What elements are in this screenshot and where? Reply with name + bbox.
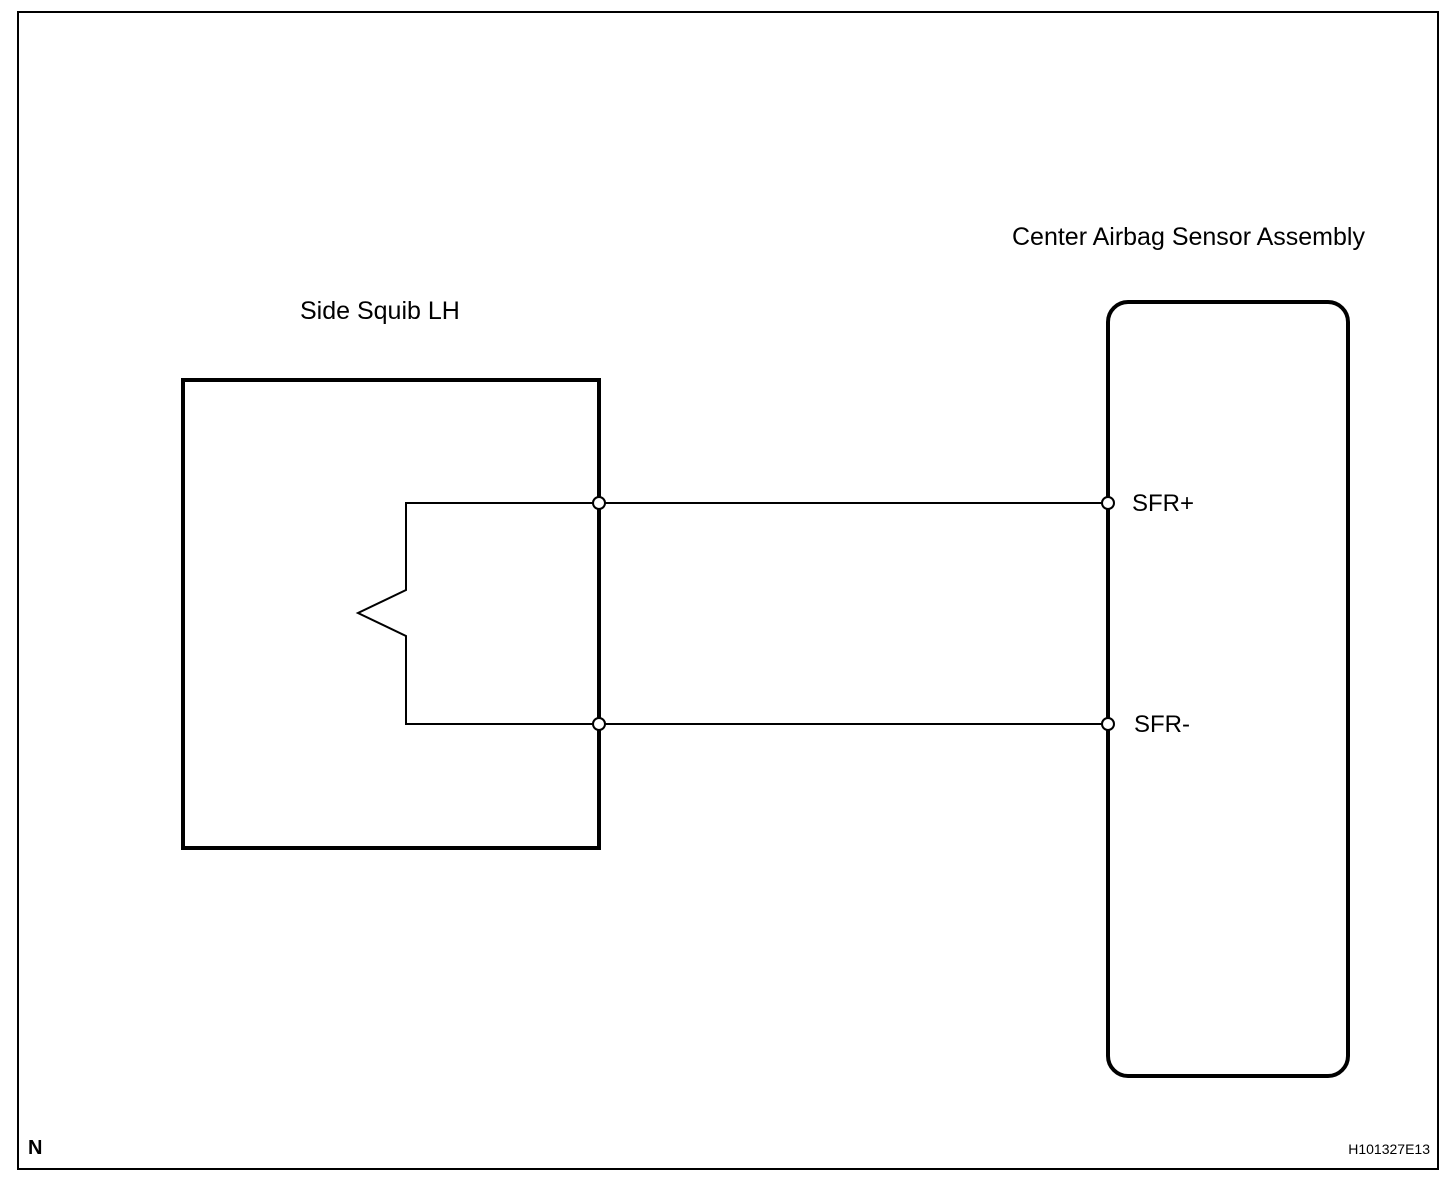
squib-terminal-minus <box>592 717 606 731</box>
diagram-frame <box>17 11 1439 1170</box>
squib-box <box>181 378 601 850</box>
squib-element <box>355 502 599 725</box>
terminal-label-plus: SFR+ <box>1132 490 1194 517</box>
sensor-box <box>1106 300 1350 1078</box>
terminal-label-minus: SFR- <box>1134 711 1190 738</box>
footer-mark: N <box>28 1137 42 1159</box>
sensor-terminal-minus <box>1101 717 1115 731</box>
squib-terminal-plus <box>592 496 606 510</box>
figure-code: H101327E13 <box>1348 1141 1430 1157</box>
squib-label: Side Squib LH <box>300 297 460 325</box>
sensor-label: Center Airbag Sensor Assembly <box>1012 223 1365 251</box>
sensor-terminal-plus <box>1101 496 1115 510</box>
